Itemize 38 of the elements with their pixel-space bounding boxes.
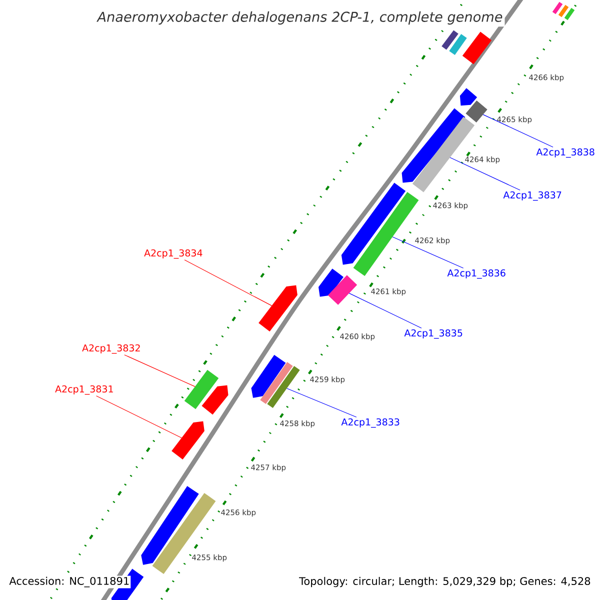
leader-line: [96, 396, 182, 438]
leader-line: [482, 114, 554, 148]
gene-bar: [318, 268, 344, 297]
gene-bar: [558, 4, 569, 18]
gene-bar: [552, 2, 563, 14]
gene-bar: [341, 182, 406, 265]
gene-label: A2cp1_3834: [144, 249, 202, 259]
gene-bar: [460, 88, 478, 106]
gene-bar: [184, 370, 219, 410]
gene-label: A2cp1_3838: [536, 148, 594, 158]
gene-bar: [442, 30, 458, 50]
gene-bar: [251, 354, 286, 398]
gene-bar: [402, 108, 466, 183]
diagram-title: Anaeromyxobacter dehalogenans 2CP-1, complete genome: [95, 9, 505, 27]
leader-line: [286, 388, 357, 418]
leader-line: [450, 157, 520, 190]
gene-label: A2cp1_3837: [503, 191, 562, 201]
accession-text: Accession: NC_011891: [8, 576, 131, 588]
gene-label: A2cp1_3831: [55, 385, 113, 395]
gene-label: A2cp1_3835: [404, 329, 462, 339]
gene-bar: [202, 385, 228, 415]
gene-label: A2cp1_3832: [82, 344, 140, 354]
gene-bar: [172, 421, 204, 460]
gene-bar: [267, 366, 300, 408]
gene-label: A2cp1_3833: [341, 418, 400, 428]
gene-bar: [260, 362, 293, 404]
gene-bar: [258, 285, 298, 332]
gene-bar: [462, 32, 492, 64]
gene-label: A2cp1_3836: [447, 269, 506, 279]
gene-bar: [564, 8, 575, 20]
gene-bar: [328, 275, 358, 305]
leader-line: [348, 292, 422, 328]
leader-line: [124, 354, 196, 387]
genome-info-text: Topology: circular; Length: 5,029,329 bp; Genes: 4,528: [298, 576, 592, 588]
gene-bar: [449, 34, 467, 56]
gene-bar: [466, 100, 488, 122]
leader-line: [392, 236, 464, 268]
leader-line: [184, 260, 272, 306]
